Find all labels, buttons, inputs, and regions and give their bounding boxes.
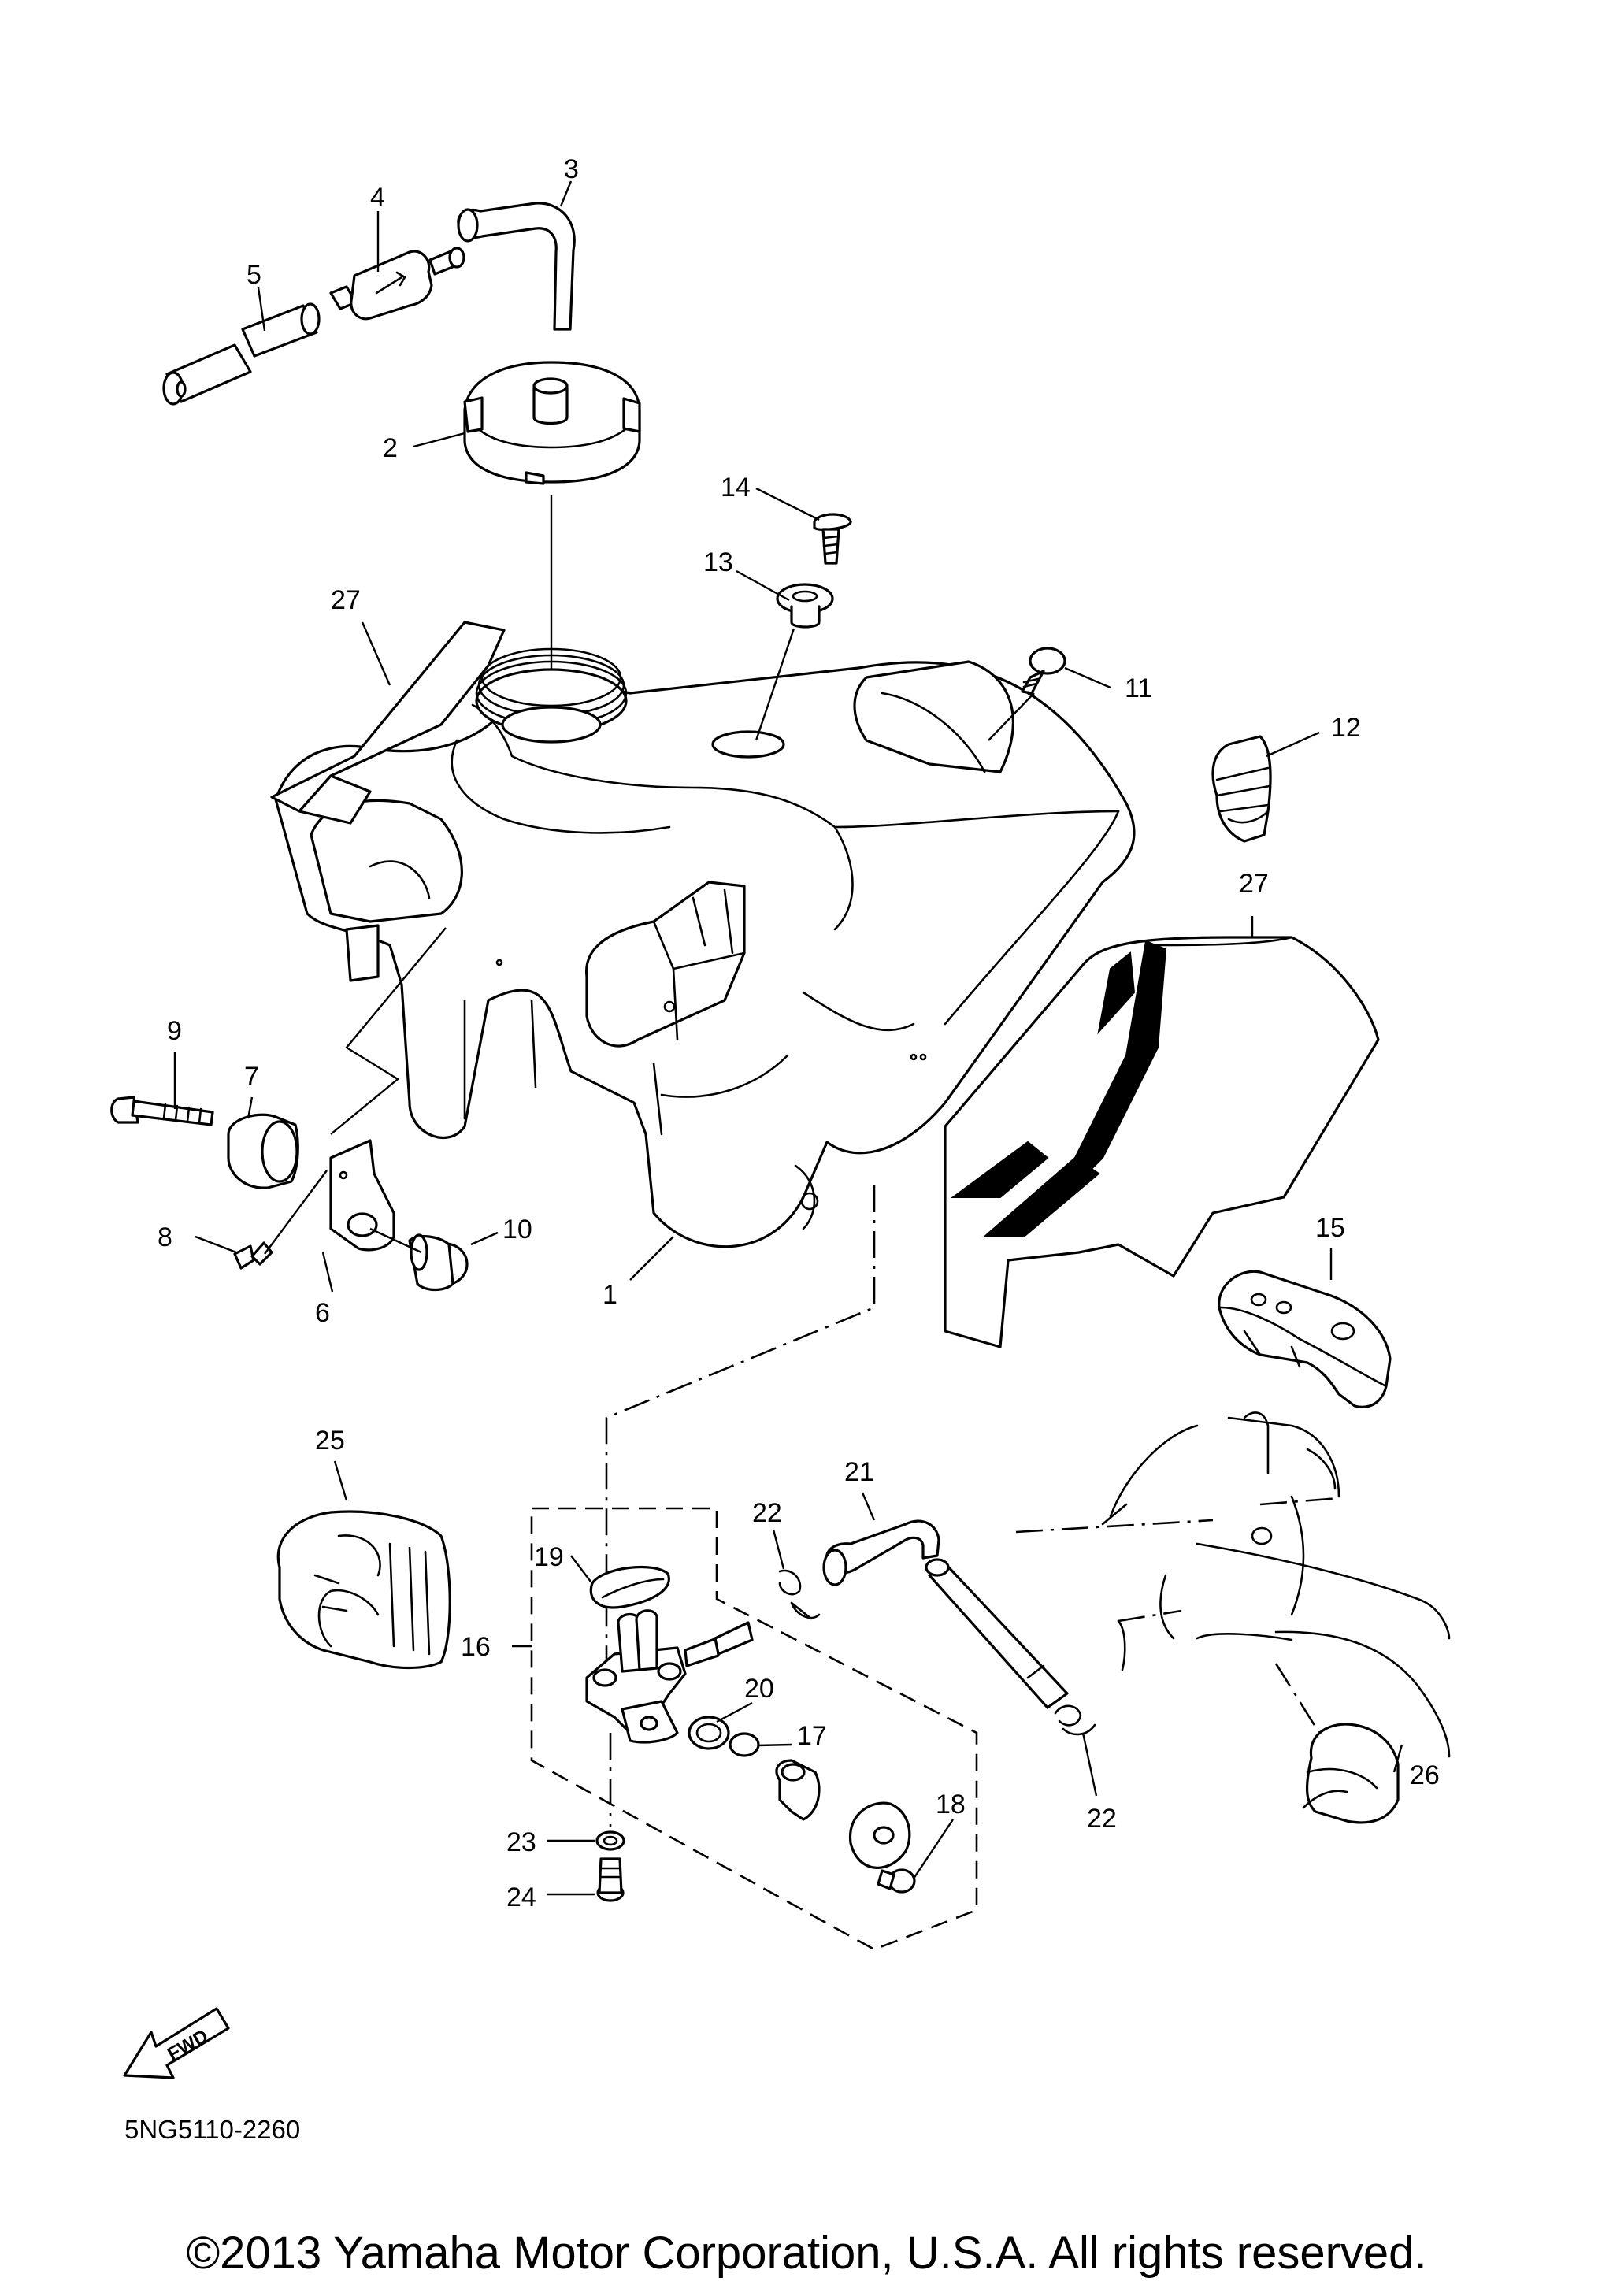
callout-24: 24 — [506, 1882, 536, 1912]
fwd-direction-arrow: FWD — [123, 2007, 230, 2079]
damper-part-7[interactable] — [227, 1113, 299, 1189]
callout-27-right: 27 — [1239, 869, 1269, 899]
callout-4: 4 — [370, 183, 385, 213]
callout-12: 12 — [1331, 713, 1361, 743]
callout-22-upper: 22 — [752, 1498, 782, 1528]
lever-plate[interactable] — [775, 1759, 821, 1821]
callout-3: 3 — [564, 154, 579, 184]
clip-part-12[interactable] — [1211, 735, 1272, 843]
callout-1: 1 — [603, 1280, 617, 1310]
fuel-filter-part-4[interactable] — [329, 247, 465, 321]
washer-part-23[interactable] — [595, 1830, 625, 1851]
callout-22-lower: 22 — [1087, 1804, 1117, 1834]
gasket-part-19[interactable] — [589, 1565, 670, 1609]
cover-plate[interactable] — [849, 1801, 911, 1869]
bolt-part-8[interactable] — [233, 1241, 273, 1270]
breather-hose-part-3[interactable] — [457, 202, 576, 331]
tank-shroud-part-27-left[interactable] — [270, 621, 506, 825]
lever-part-17[interactable] — [729, 1732, 760, 1757]
clip-part-22-lower[interactable] — [1054, 1704, 1096, 1736]
callout-6: 6 — [315, 1298, 330, 1328]
copyright-notice: ©2013 Yamaha Motor Corporation, U.S.A. A… — [186, 2227, 1426, 2279]
callout-21: 21 — [844, 1457, 874, 1487]
screw-part-14[interactable] — [813, 513, 852, 565]
callout-9: 9 — [167, 1016, 182, 1046]
callout-19: 19 — [534, 1542, 564, 1572]
frame-section — [1101, 1411, 1451, 1758]
callout-10: 10 — [502, 1215, 532, 1244]
callout-17: 17 — [797, 1721, 827, 1751]
breather-hose-part-5[interactable] — [162, 302, 321, 406]
diagram-code: 5NG5110-2260 — [124, 2115, 300, 2144]
callout-25: 25 — [315, 1426, 345, 1456]
bracket-part-6[interactable] — [329, 1139, 395, 1252]
oring-part-20[interactable] — [688, 1716, 730, 1750]
bolt-part-24[interactable] — [596, 1857, 625, 1902]
tank-shroud-part-27-right[interactable] — [944, 936, 1380, 1348]
bolt-part-11[interactable] — [1021, 647, 1066, 695]
callout-2: 2 — [383, 433, 398, 463]
fuel-tank-part-1[interactable] — [274, 647, 1136, 1248]
callout-8: 8 — [158, 1222, 172, 1252]
callout-7: 7 — [244, 1062, 259, 1092]
fuel-hose-part-21[interactable] — [822, 1519, 1069, 1709]
fuel-cock-body[interactable] — [585, 1609, 754, 1744]
screw-part-18[interactable] — [877, 1868, 916, 1894]
clip-part-22-upper[interactable] — [778, 1569, 821, 1620]
heat-protector-part-25[interactable] — [276, 1510, 451, 1670]
callout-16: 16 — [461, 1632, 491, 1662]
callout-15: 15 — [1315, 1213, 1345, 1243]
callout-23: 23 — [506, 1827, 536, 1857]
callout-11: 11 — [1125, 673, 1152, 703]
callout-20: 20 — [744, 1674, 774, 1704]
grommet-part-13[interactable] — [776, 583, 834, 629]
callout-14: 14 — [721, 473, 751, 503]
callout-26: 26 — [1410, 1760, 1440, 1790]
fuel-cap-part-2[interactable] — [463, 361, 641, 485]
callout-13: 13 — [703, 547, 733, 577]
callout-18: 18 — [936, 1790, 966, 1819]
clamp-part-15[interactable] — [1218, 1270, 1392, 1408]
bolt-part-9[interactable] — [110, 1096, 214, 1126]
clamp-part-26[interactable] — [1302, 1723, 1400, 1824]
callout-5: 5 — [247, 260, 261, 290]
callout-27-left: 27 — [331, 585, 361, 615]
collar-part-10[interactable] — [408, 1233, 469, 1292]
